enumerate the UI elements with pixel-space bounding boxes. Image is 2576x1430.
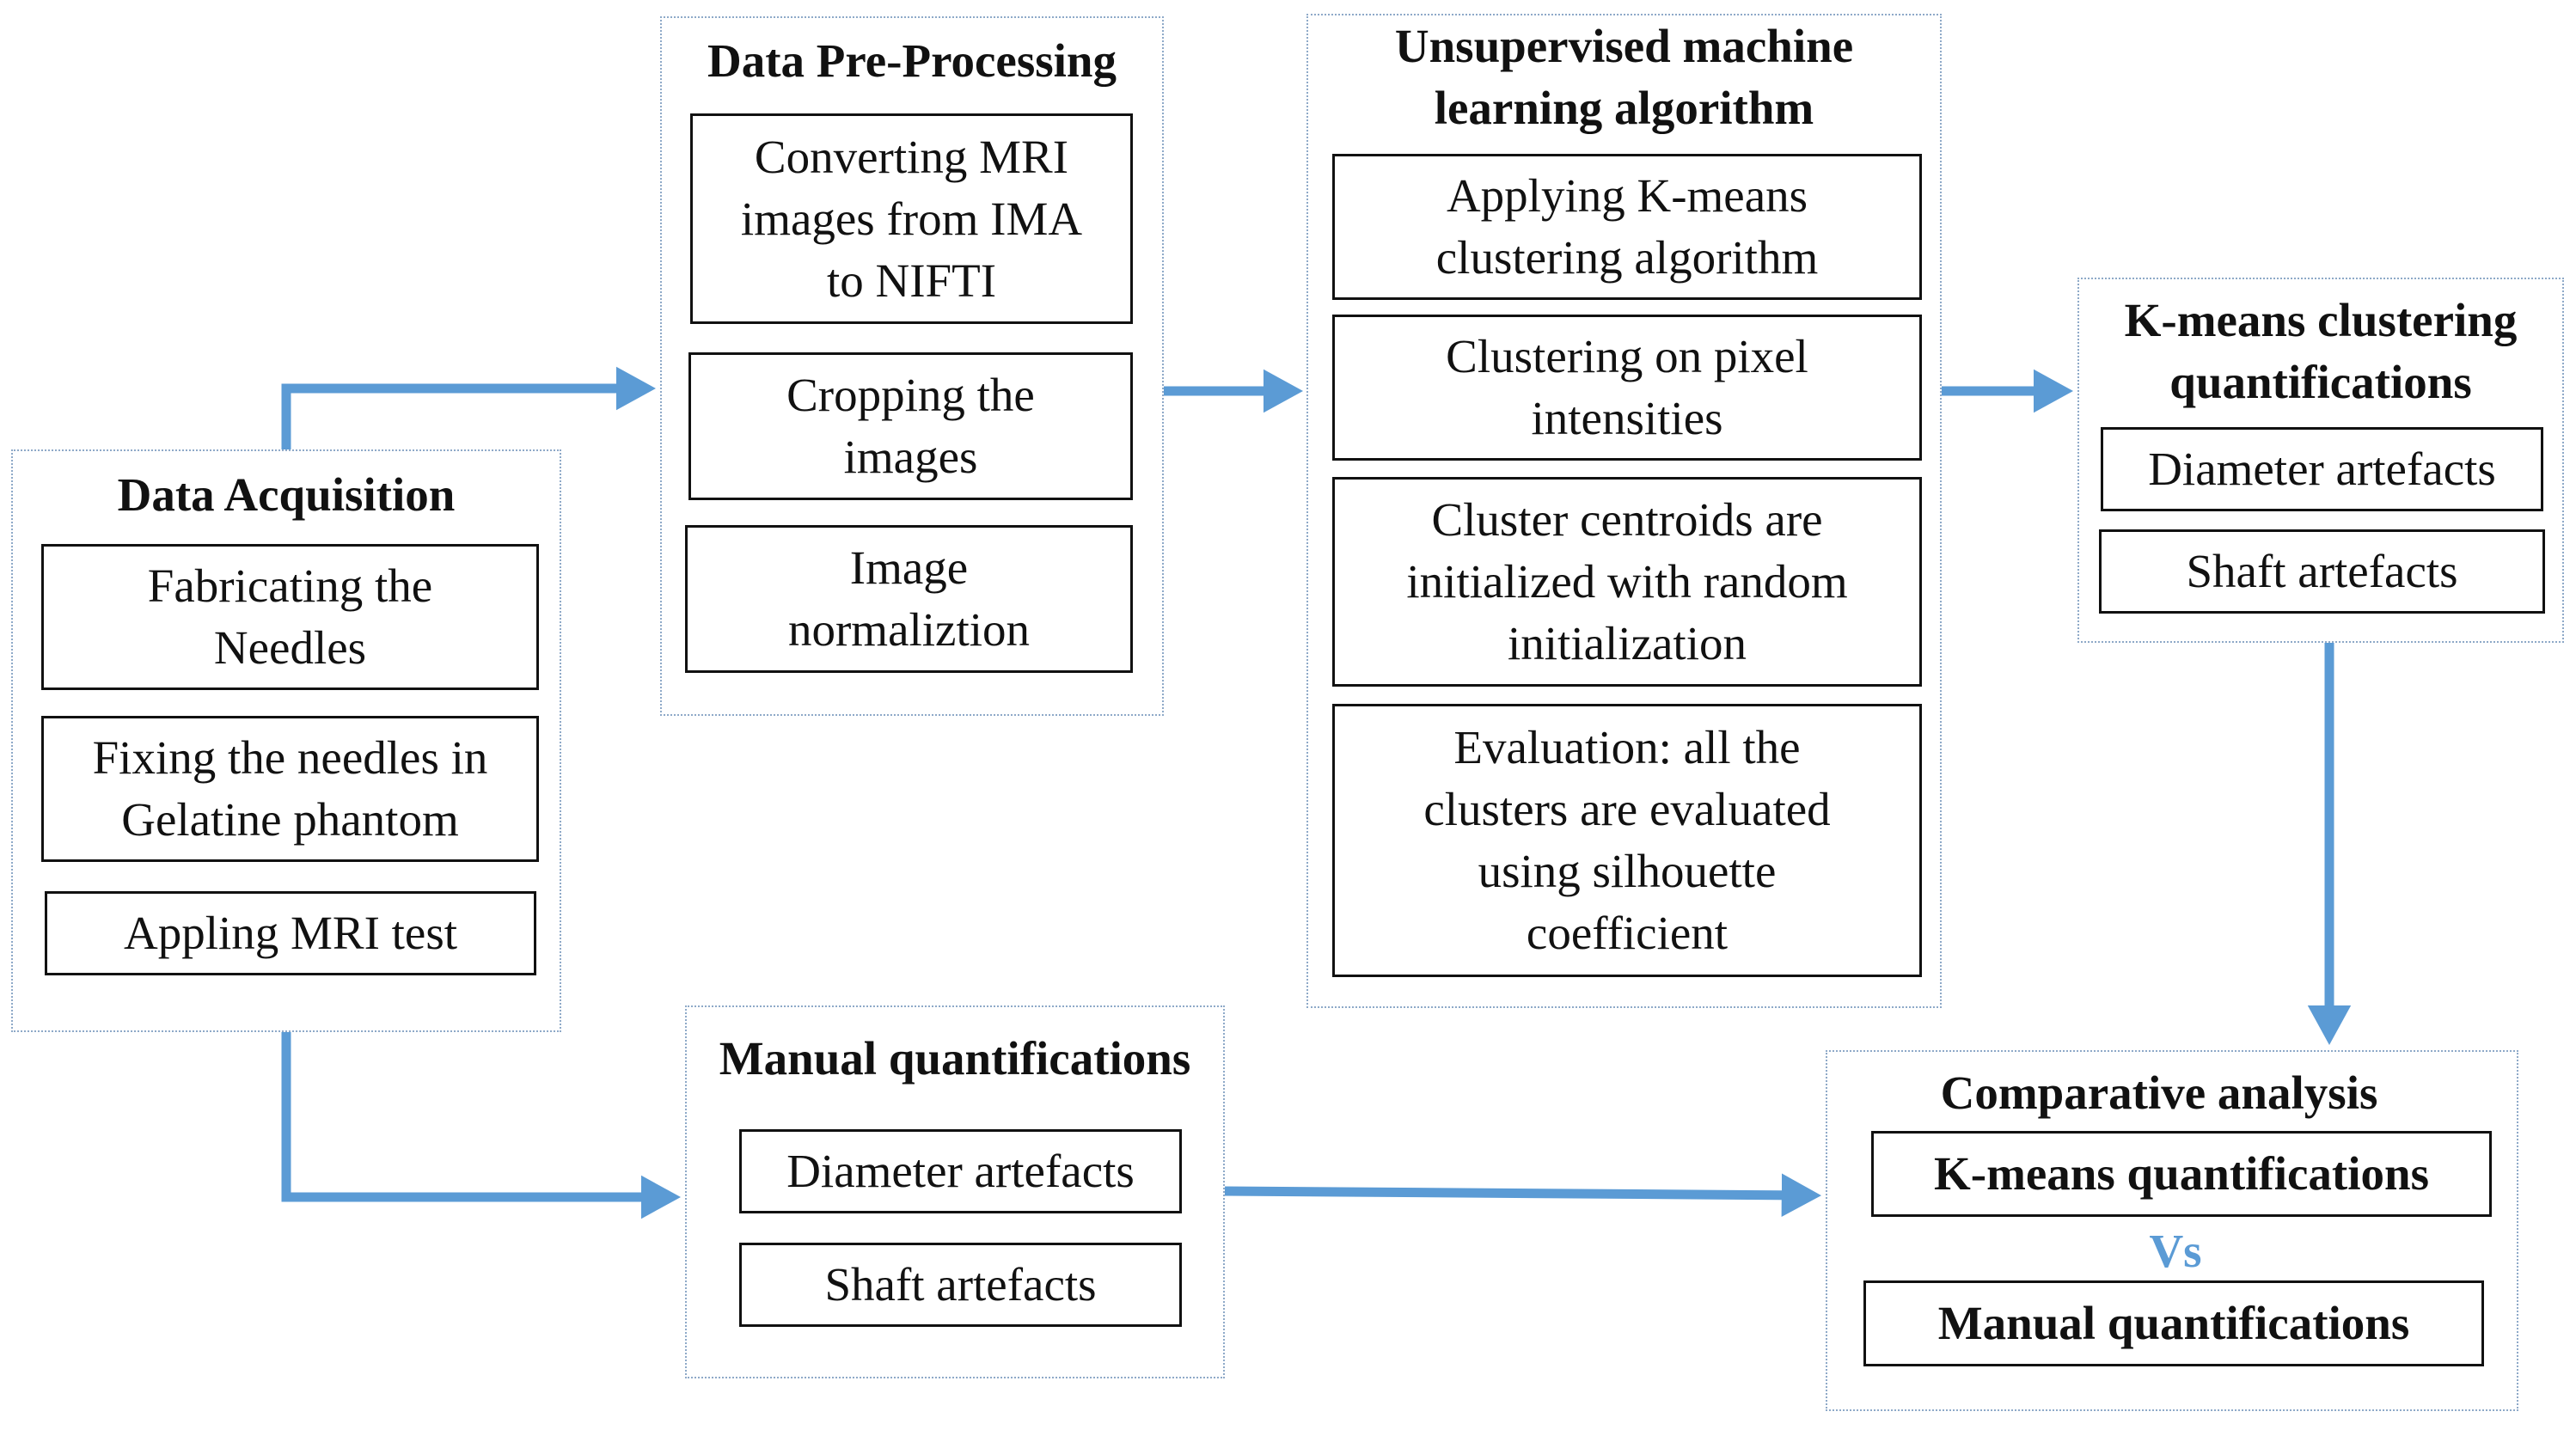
- group-title-kmeans-quantifications: K-means clustering quantifications: [2124, 294, 2518, 408]
- group-data-acquisition: Data Acquisition Fabricating the Needles…: [11, 449, 561, 1032]
- step-kmeans-quantifications: K-means quantifications: [1871, 1131, 2492, 1217]
- step-cropping-images: Cropping the images: [688, 352, 1133, 500]
- step-fixing-needles: Fixing the needles in Gelatine phantom: [41, 716, 539, 862]
- group-kmeans-quantifications: K-means clustering quantifications Diame…: [2077, 278, 2564, 643]
- step-image-normalization: Image normaliztion: [685, 525, 1133, 673]
- arrow-acquisition-to-manual-quant: [281, 1032, 681, 1219]
- group-data-pre-processing: Data Pre-Processing Converting MRI image…: [660, 16, 1164, 716]
- step-fabricating-needles: Fabricating the Needles: [41, 544, 539, 690]
- group-manual-quantifications: Manual quantifications Diameter artefact…: [685, 1005, 1225, 1378]
- step-clustering-pixel-intensities: Clustering on pixel intensities: [1332, 315, 1922, 461]
- group-title-manual-quantifications: Manual quantifications: [719, 1032, 1191, 1085]
- arrow-acquisition-to-preprocessing: [281, 366, 656, 449]
- group-comparative-analysis: Comparative analysis K-means quantificat…: [1826, 1050, 2518, 1411]
- group-title-unsupervised-ml: Unsupervised machine learning algorithm: [1394, 20, 1854, 134]
- step-manual-diameter-artefacts: Diameter artefacts: [739, 1129, 1182, 1213]
- arrow-manual-quant-to-comparative: [1224, 1173, 1821, 1218]
- group-title-data-pre-processing: Data Pre-Processing: [707, 34, 1117, 87]
- group-title-comparative-analysis: Comparative analysis: [1940, 1066, 2378, 1119]
- step-kmeans-shaft-artefacts: Shaft artefacts: [2099, 529, 2545, 614]
- vs-label: Vs: [2149, 1225, 2202, 1277]
- step-manual-shaft-artefacts: Shaft artefacts: [739, 1243, 1182, 1327]
- step-converting-mri: Converting MRI images from IMA to NIFTI: [690, 113, 1133, 324]
- group-title-data-acquisition: Data Acquisition: [117, 468, 456, 521]
- group-unsupervised-ml: Unsupervised machine learning algorithm …: [1306, 14, 1942, 1008]
- step-applying-kmeans: Applying K-means clustering algorithm: [1332, 154, 1922, 300]
- step-manual-quantifications: Manual quantifications: [1863, 1280, 2484, 1366]
- step-kmeans-diameter-artefacts: Diameter artefacts: [2101, 427, 2543, 511]
- step-appling-mri-test: Appling MRI test: [45, 891, 536, 975]
- step-evaluation-silhouette: Evaluation: all the clusters are evaluat…: [1332, 704, 1922, 977]
- step-cluster-centroids: Cluster centroids are initialized with r…: [1332, 477, 1922, 687]
